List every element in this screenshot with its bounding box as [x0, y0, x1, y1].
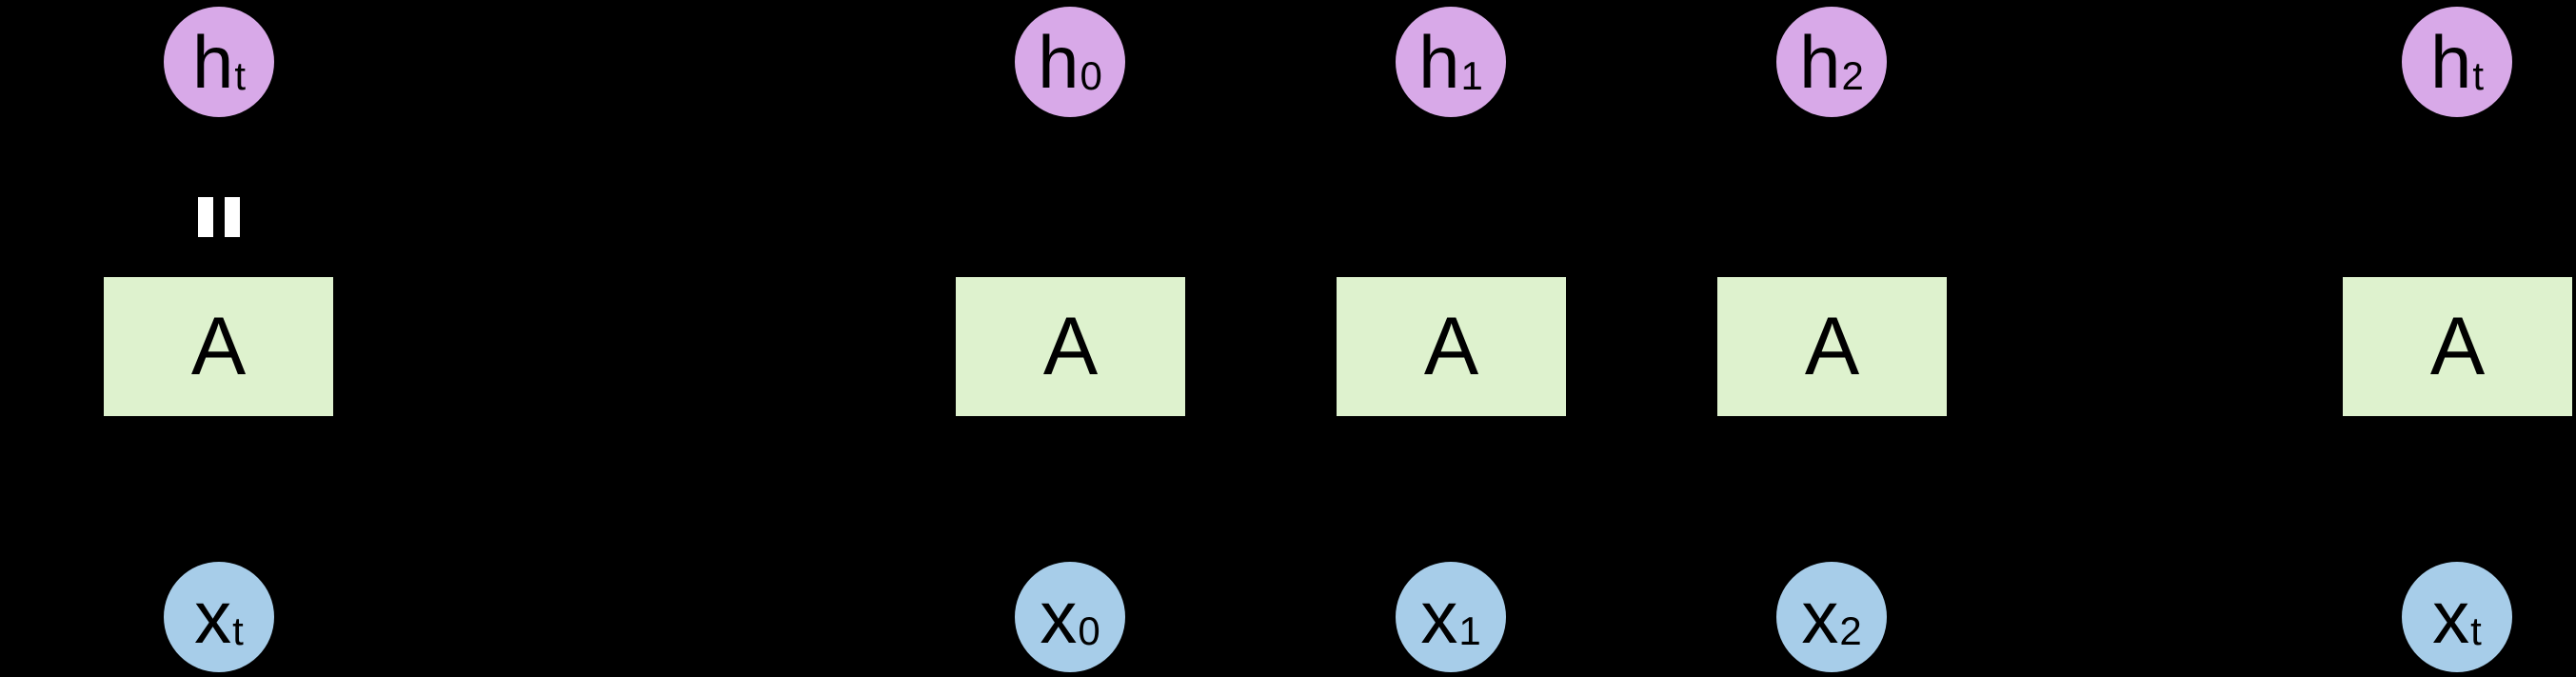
equals-sign [194, 197, 246, 237]
unrolled-input-subscript-1: 1 [1458, 608, 1481, 653]
unrolled-cell-label-1: A [1423, 301, 1479, 392]
unrolled-cell-box-2: A [1717, 277, 1947, 416]
unrolled-cell-label-0: A [1042, 301, 1099, 392]
equals-bar-right [225, 197, 240, 237]
folded-cell-box: A [104, 277, 333, 416]
unrolled-hidden-state-subscript-0: 0 [1080, 53, 1102, 98]
folded-cell-label: A [190, 301, 247, 392]
folded-hidden-state-subscript: t [234, 53, 247, 98]
unrolled-cell-label-t: A [2429, 301, 2486, 392]
unrolled-cell-box-t: A [2343, 277, 2572, 416]
unrolled-hidden-state-subscript-1: 1 [1460, 53, 1483, 98]
unrolled-cell-box-0: A [956, 277, 1185, 416]
unrolled-input-subscript-0: 0 [1078, 608, 1100, 653]
unrolled-hidden-state-subscript-2: 2 [1841, 53, 1864, 98]
unrolled-input-subscript-t: t [2470, 608, 2482, 653]
folded-input-subscript: t [232, 608, 244, 653]
unrolled-cell-box-1: A [1337, 277, 1566, 416]
unrolled-hidden-state-subscript-t: t [2472, 53, 2485, 98]
unrolled-input-subscript-2: 2 [1839, 608, 1862, 653]
unrolled-cell-label-2: A [1804, 301, 1860, 392]
equals-bar-left [198, 197, 213, 237]
